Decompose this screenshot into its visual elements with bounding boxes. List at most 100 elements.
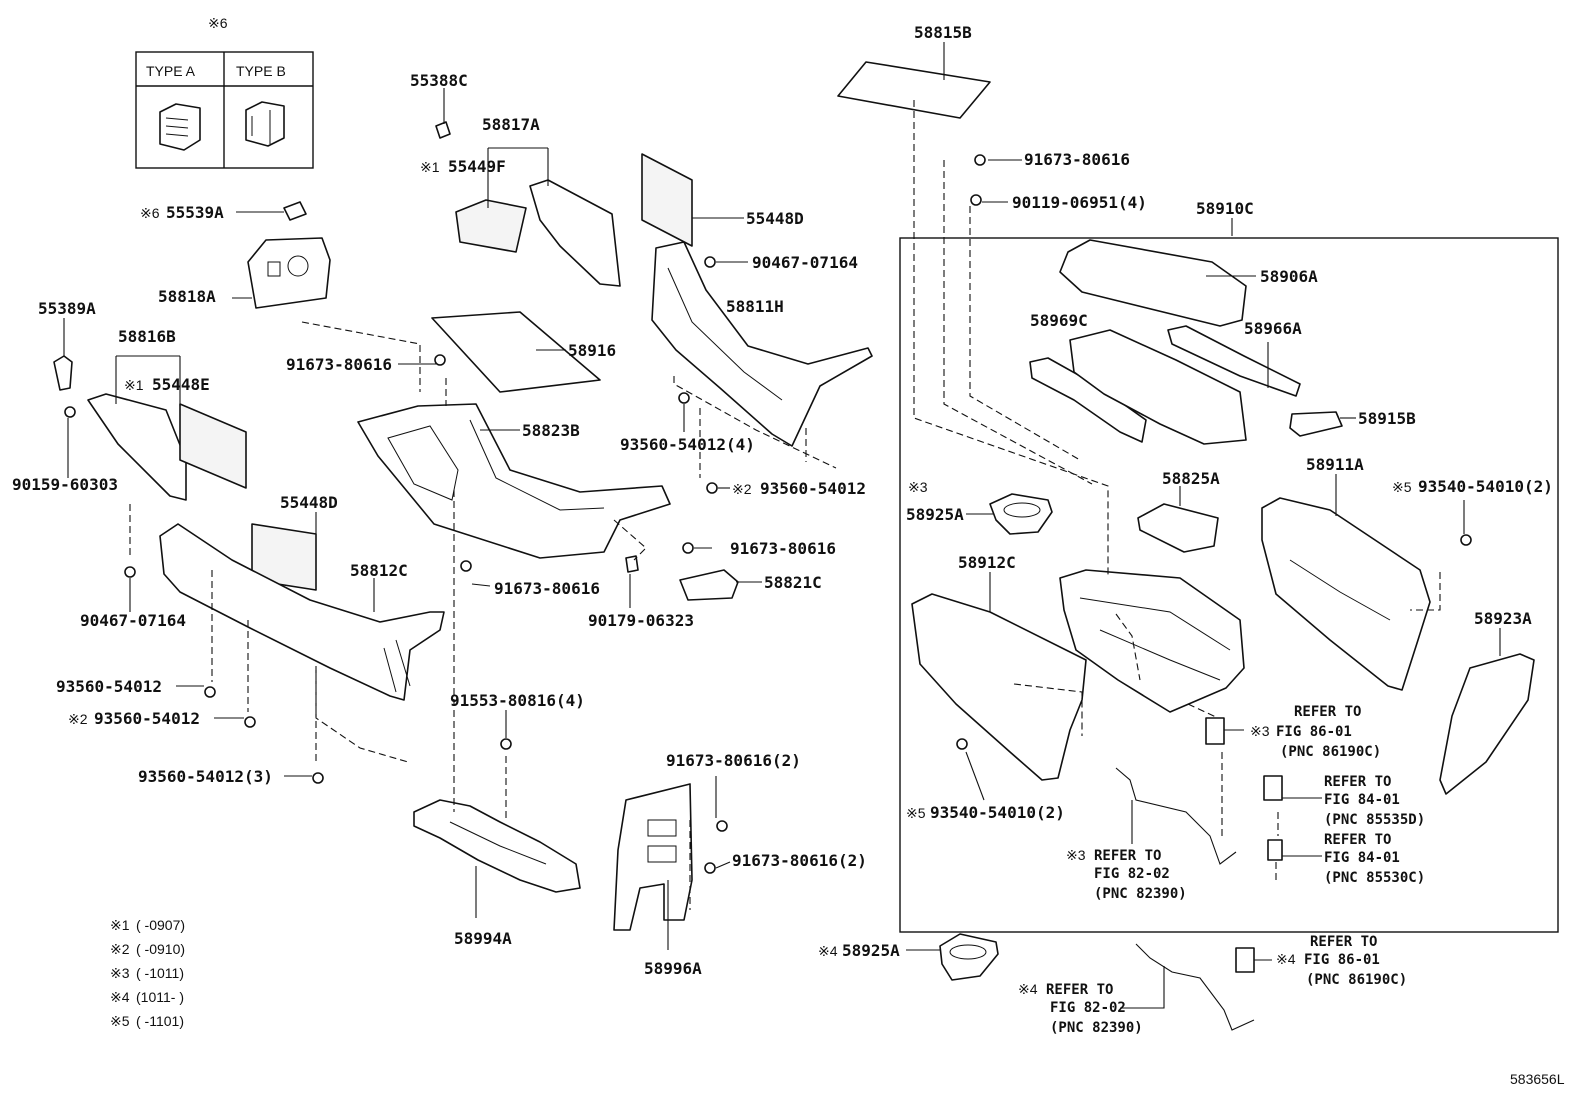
label-55449F: 55449F [448, 157, 506, 176]
label-90467-07164-b: 90467-07164 [80, 611, 186, 630]
label-91673-80616-b: 91673-80616 [286, 355, 392, 374]
type-b-label: TYPE B [236, 63, 286, 79]
part-58811H-panel [651, 241, 873, 447]
svg-text:REFER TO: REFER TO [1324, 832, 1391, 848]
footnote-mark: ※2 [110, 941, 130, 957]
wire-harness-82390-alt [1135, 943, 1255, 1031]
type-selector-box: ※6 TYPE A TYPE B [135, 15, 314, 169]
label-93560-54012-3: 93560-54012(3) [138, 767, 273, 786]
label-91673-80616-d: 91673-80616 [494, 579, 600, 598]
label-58925A-note: ※3 [908, 479, 928, 495]
footnote-range: (1011- ) [136, 989, 184, 1005]
reference-85530C: REFER TO FIG 84-01 (PNC 85530C) [1324, 832, 1425, 886]
footnote-range: ( -0907) [136, 917, 185, 933]
label-93560-54012-m2a: 93560-54012 [760, 479, 866, 498]
label-58911A: 58911A [1306, 455, 1364, 474]
part-58966A-trim [1167, 325, 1301, 397]
label-58818A: 58818A [158, 287, 216, 306]
label-58815B: 58815B [914, 23, 972, 42]
footnote-mark: ※4 [110, 989, 130, 1005]
reference-82390: ※3 REFER TO FIG 82-02 (PNC 82390) [1066, 847, 1187, 902]
svg-text:(PNC 82390): (PNC 82390) [1094, 886, 1187, 902]
label-55449F-note: ※1 [420, 159, 440, 175]
label-58916: 58916 [568, 341, 616, 360]
svg-text:REFER TO: REFER TO [1324, 774, 1391, 790]
label-91673-80616-a: 91673-80616 [1024, 150, 1130, 169]
part-58969C-frame [1029, 329, 1247, 445]
svg-text:FIG 82-02: FIG 82-02 [1050, 1000, 1126, 1016]
part-55539A-switch [283, 201, 307, 221]
footnote-range: ( -1011) [136, 965, 184, 981]
footnote-mark: ※1 [110, 917, 130, 933]
part-55448D-pad-bottom [251, 523, 317, 591]
label-90179-06323: 90179-06323 [588, 611, 694, 630]
part-58925A-cupholder-alt [939, 933, 999, 981]
reference-86190C: ※3 REFER TO FIG 86-01 (PNC 86190C) [1250, 704, 1381, 760]
part-55448D-pad-top [641, 153, 693, 247]
label-58823B: 58823B [522, 421, 580, 440]
label-93560-54012-m2b: 93560-54012 [94, 709, 200, 728]
label-91553-80816: 91553-80816(4) [450, 691, 585, 710]
label-58821C: 58821C [764, 573, 822, 592]
label-93540-54010-2b: 93540-54010(2) [930, 803, 1065, 822]
reference-labels: ※3 REFER TO FIG 86-01 (PNC 86190C) REFER… [1018, 704, 1425, 1036]
type-box-note-mark: ※6 [208, 15, 228, 31]
connector-85530C [1267, 839, 1283, 861]
label-58912C: 58912C [958, 553, 1016, 572]
svg-text:(PNC 86190C): (PNC 86190C) [1306, 972, 1407, 988]
label-93560-54012-m2b-note: ※2 [68, 711, 88, 727]
part-58996A-bracket [613, 783, 693, 931]
svg-text:REFER TO: REFER TO [1094, 848, 1161, 864]
figure-id: 583656L [1510, 1071, 1565, 1087]
part-55388C-clip [435, 121, 451, 139]
type-a-switch-icon [159, 103, 201, 151]
label-58816B: 58816B [118, 327, 176, 346]
part-58994A-bracket [413, 799, 581, 893]
part-58818A-bezel [247, 237, 331, 309]
label-55389A: 55389A [38, 299, 96, 318]
label-93540-54010-2a-note: ※5 [1392, 479, 1412, 495]
svg-text:FIG 86-01: FIG 86-01 [1276, 724, 1352, 740]
part-58823B-tray [357, 403, 671, 559]
label-93540-54010-2b-note: ※5 [906, 805, 926, 821]
label-91673-80616-2a: 91673-80616(2) [666, 751, 801, 770]
label-58996A: 58996A [644, 959, 702, 978]
part-58825A-bracket [1137, 503, 1219, 553]
part-90179-06323-clip [625, 555, 639, 573]
label-58910C: 58910C [1196, 199, 1254, 218]
label-58825A: 58825A [1162, 469, 1220, 488]
label-58811H: 58811H [726, 297, 784, 316]
part-58815B-mat [837, 61, 991, 119]
label-58817A: 58817A [482, 115, 540, 134]
svg-text:(PNC 85530C): (PNC 85530C) [1324, 870, 1425, 886]
svg-text:(PNC 86190C): (PNC 86190C) [1280, 744, 1381, 760]
label-90119-06951: 90119-06951(4) [1012, 193, 1147, 212]
label-55448D-b: 55448D [280, 493, 338, 512]
svg-text:(PNC 85535D): (PNC 85535D) [1324, 812, 1425, 828]
label-55448E: 55448E [152, 375, 210, 394]
part-labels: 58815B 91673-80616 90119-06951(4) 58910C… [12, 23, 1553, 978]
part-58912C-side-panel [911, 593, 1087, 781]
part-55449F-pad [455, 199, 527, 253]
footnote-range: ( -0910) [136, 941, 185, 957]
label-58994A: 58994A [454, 929, 512, 948]
type-a-label: TYPE A [146, 63, 196, 79]
alignment-lines [129, 100, 1441, 910]
label-58923A: 58923A [1474, 609, 1532, 628]
svg-text:FIG 84-01: FIG 84-01 [1324, 792, 1400, 808]
label-58925A-b: 58925A [842, 941, 900, 960]
label-58925A-b-note: ※4 [818, 943, 838, 959]
label-55388C: 55388C [410, 71, 468, 90]
label-93540-54010-2a: 93540-54010(2) [1418, 477, 1553, 496]
label-55539A-note: ※6 [140, 205, 160, 221]
label-55448D-a: 55448D [746, 209, 804, 228]
svg-text:REFER TO: REFER TO [1294, 704, 1361, 720]
svg-text:FIG 84-01: FIG 84-01 [1324, 850, 1400, 866]
label-55448E-note: ※1 [124, 377, 144, 393]
label-58966A: 58966A [1244, 319, 1302, 338]
svg-text:REFER TO: REFER TO [1046, 982, 1113, 998]
label-91673-80616-2b: 91673-80616(2) [732, 851, 867, 870]
part-58821C-plate [679, 569, 739, 601]
bolt-icon [64, 154, 1472, 874]
